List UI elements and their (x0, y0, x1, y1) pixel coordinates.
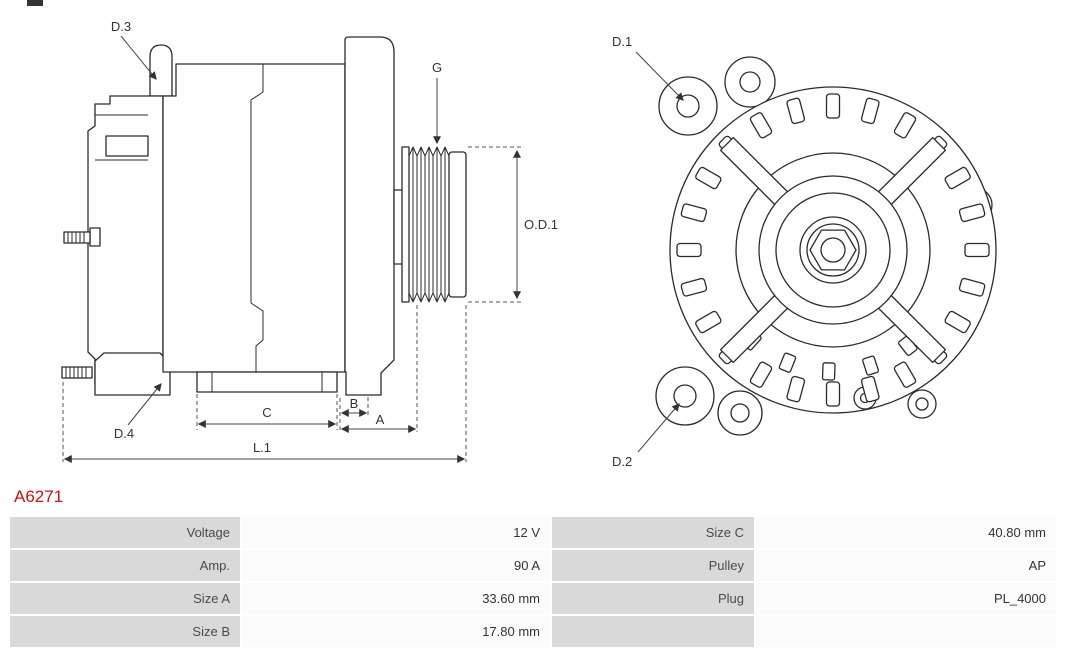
dim-label-l1: L.1 (253, 440, 271, 455)
spec-value-empty (756, 616, 1056, 647)
dim-label-d1: D.1 (612, 34, 632, 49)
spec-label-voltage: Voltage (10, 517, 240, 548)
spec-label-pulley: Pulley (552, 550, 754, 581)
specs-table: Voltage 12 V Size C 40.80 mm Amp. 90 A P… (10, 517, 1056, 647)
table-row: Size B 17.80 mm (10, 616, 1056, 647)
table-row: Amp. 90 A Pulley AP (10, 550, 1056, 581)
alternator-front-view-drawing: D.1 D.2 (612, 34, 997, 469)
alternator-front-body (655, 56, 997, 436)
alternator-side-body (61, 36, 405, 396)
spec-value-size-b: 17.80 mm (242, 616, 550, 647)
spec-value-size-c: 40.80 mm (756, 517, 1056, 548)
dim-label-od1: O.D.1 (524, 217, 558, 232)
dim-label-c: C (262, 405, 271, 420)
bracket-spokes (719, 136, 947, 364)
pulley-front (758, 175, 908, 325)
spec-label-empty (552, 616, 754, 647)
spec-value-size-a: 33.60 mm (242, 583, 550, 614)
table-row: Voltage 12 V Size C 40.80 mm (10, 517, 1056, 548)
cropped-page-artifact (27, 0, 43, 6)
spec-value-amp: 90 A (242, 550, 550, 581)
alternator-side-view-drawing: D.3 G O.D.1 D.4 C B A (61, 19, 558, 463)
spec-label-plug: Plug (552, 583, 754, 614)
dim-label-g: G (432, 60, 442, 75)
spec-label-amp: Amp. (10, 550, 240, 581)
spec-label-size-c: Size C (552, 517, 754, 548)
dim-label-b: B (350, 396, 359, 411)
spec-label-size-a: Size A (10, 583, 240, 614)
spec-label-size-b: Size B (10, 616, 240, 647)
front-view-dimensions: D.1 D.2 (612, 34, 684, 469)
dim-label-a: A (376, 412, 385, 427)
dim-label-d2: D.2 (612, 454, 632, 469)
table-row: Size A 33.60 mm Plug PL_4000 (10, 583, 1056, 614)
spec-value-plug: PL_4000 (756, 583, 1056, 614)
technical-drawing: D.3 G O.D.1 D.4 C B A (61, 19, 997, 469)
side-view-dimensions: D.3 G O.D.1 D.4 C B A (62, 19, 558, 463)
dim-label-d4: D.4 (114, 426, 134, 441)
part-number: A6271 (14, 487, 64, 506)
dim-label-d3: D.3 (111, 19, 131, 34)
spec-value-pulley: AP (756, 550, 1056, 581)
pulley (401, 146, 467, 303)
spec-value-voltage: 12 V (242, 517, 550, 548)
